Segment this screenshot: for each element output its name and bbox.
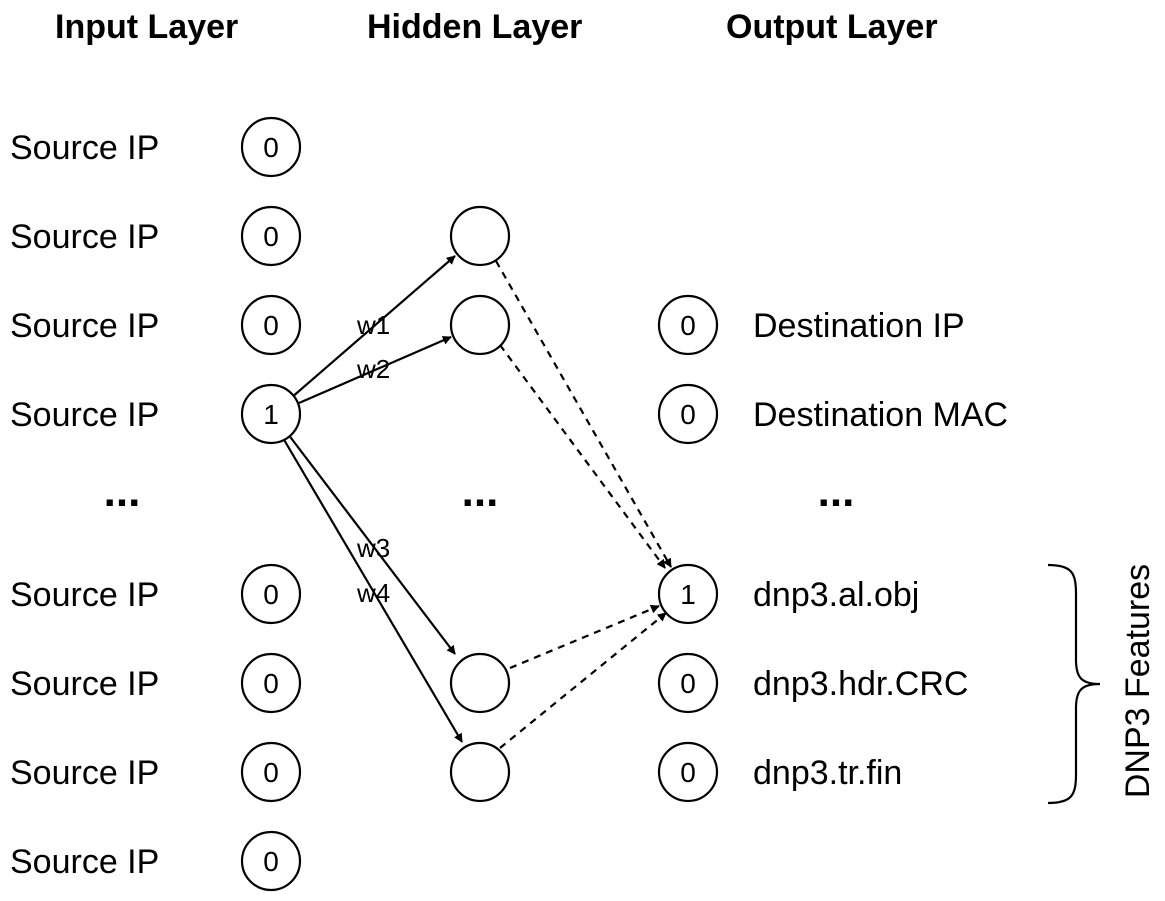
output-node-value: 0 [680,310,696,341]
input-node-label: Source IP [10,665,159,703]
input-ellipsis: ... [104,467,141,516]
hidden-node [449,205,511,267]
dashed-edge-2 [499,344,666,569]
input-node-value: 0 [263,668,279,699]
output-node-value: 0 [680,668,696,699]
input-node-circle [240,294,302,356]
output-node-circle [657,563,719,625]
input-node-value: 0 [263,757,279,788]
input-node-label: Source IP [10,396,159,434]
input-node-circle [240,830,302,892]
hidden-layer: ... [449,205,511,803]
weight-label-w4: w4 [356,578,390,608]
output-node-label: dnp3.al.obj [753,576,919,614]
output-node: 0 Destination IP [657,294,965,356]
hidden-node [449,741,511,803]
input-node: Source IP 0 [10,205,302,267]
input-node-label: Source IP [10,218,159,256]
hidden-node [449,294,511,356]
output-node-label: Destination IP [753,307,965,345]
output-node-circle [657,741,719,803]
dnp3-features-label: DNP3 Features [1119,564,1157,798]
output-node-circle [657,652,719,714]
edge-w1 [290,255,456,399]
output-layer: 0 Destination IP 0 Destination MAC 1 dnp… [657,294,1008,803]
input-node-circle [240,563,302,625]
input-node-active: Source IP 1 [10,383,302,445]
dashed-edge-1 [495,260,672,568]
output-node-circle [657,383,719,445]
edge-w3 [287,433,456,655]
input-node-circle [240,205,302,267]
output-node-value: 1 [680,579,696,610]
input-node-value: 0 [263,132,279,163]
input-node: Source IP 0 [10,294,302,356]
output-node: 0 Destination MAC [657,383,1008,445]
input-node-value: 1 [263,399,279,430]
input-layer: Source IP 0 Source IP 0 Source IP 0 Sour… [10,116,302,892]
input-node: Source IP 0 [10,741,302,803]
output-ellipsis: ... [818,467,855,516]
edge-w2 [298,335,452,405]
input-node-circle [240,652,302,714]
input-node-label: Source IP [10,843,159,881]
input-node: Source IP 0 [10,563,302,625]
input-node-label: Source IP [10,307,159,345]
input-node-value: 0 [263,846,279,877]
hidden-ellipsis: ... [462,467,499,516]
input-node: Source IP 0 [10,652,302,714]
dashed-edge-3 [509,604,660,670]
input-layer-header: Input Layer [55,8,238,46]
hidden-node [449,652,511,714]
input-node: Source IP 0 [10,116,302,178]
input-node: Source IP 0 [10,830,302,892]
input-node-circle [240,741,302,803]
dnp3-group-brace [1047,563,1101,805]
output-node-value: 0 [680,399,696,430]
input-node-label: Source IP [10,129,159,167]
output-layer-header: Output Layer [726,8,938,46]
weight-label-w3: w3 [356,533,390,563]
output-node-label: Destination MAC [753,396,1008,434]
weight-label-w2: w2 [356,354,390,384]
output-node-active: 1 dnp3.al.obj [657,563,919,625]
output-node-circle [657,294,719,356]
input-node-circle [240,116,302,178]
input-node-value: 0 [263,579,279,610]
output-node-value: 0 [680,757,696,788]
output-node: 0 dnp3.tr.fin [657,741,902,803]
input-node-circle [240,383,302,445]
output-node-label: dnp3.tr.fin [753,754,902,792]
edge-w4 [282,437,463,743]
hidden-layer-header: Hidden Layer [367,8,582,46]
input-node-value: 0 [263,310,279,341]
input-node-label: Source IP [10,754,159,792]
input-node-label: Source IP [10,576,159,614]
output-node-label: dnp3.hdr.CRC [753,665,968,703]
input-node-value: 0 [263,221,279,252]
weight-label-w1: w1 [356,310,390,340]
dashed-edge-4 [499,612,667,749]
output-node: 0 dnp3.hdr.CRC [657,652,968,714]
